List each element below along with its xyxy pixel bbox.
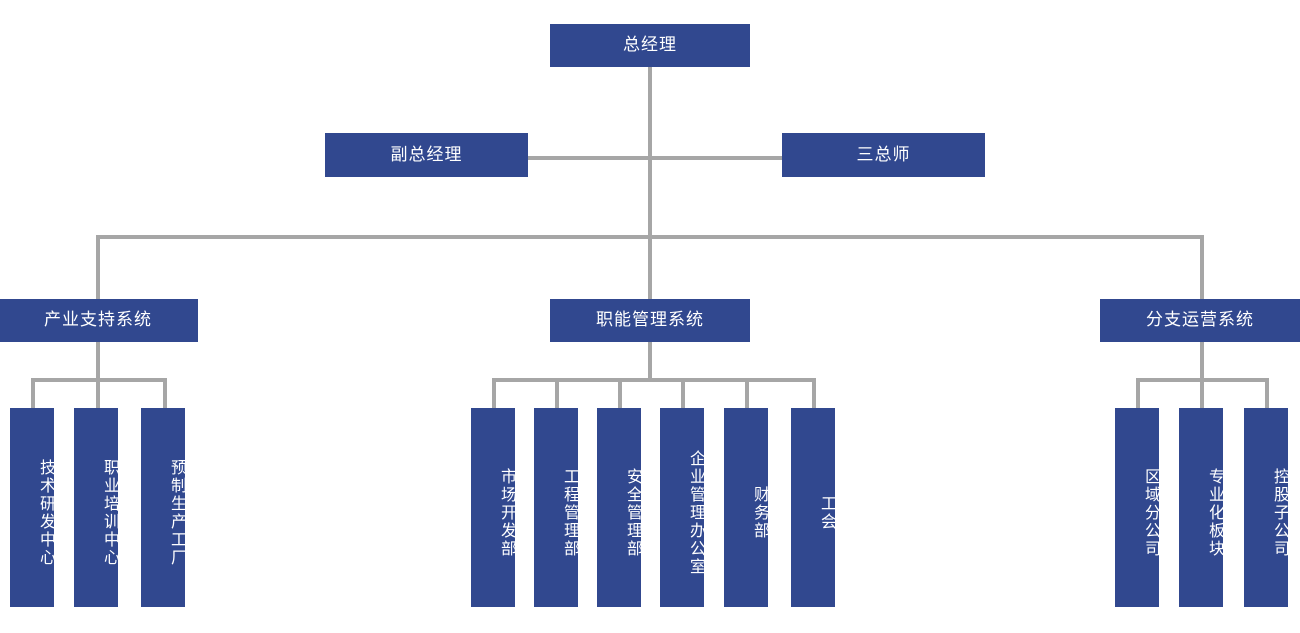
connector-drop-branch-system	[1200, 235, 1204, 299]
connector-function-stem	[648, 342, 652, 380]
connector-support-drop-2	[96, 378, 100, 410]
node-label: 企业管理办公室	[687, 449, 706, 576]
connector-function-drop-5	[745, 378, 749, 410]
connector-function-drop-2	[555, 378, 559, 410]
node-unit-regional-branch-company[interactable]: 区域分公司	[1115, 408, 1161, 607]
node-system-function-management[interactable]: 职能管理系统	[550, 299, 750, 342]
connector-support-stem	[96, 342, 100, 380]
node-unit-enterprise-management-office[interactable]: 企业管理办公室	[660, 408, 706, 607]
connector-trunk-to-systems	[648, 158, 652, 237]
node-unit-vocational-training-center[interactable]: 职业培训中心	[74, 408, 120, 607]
connector-function-drop-3	[618, 378, 622, 410]
node-label: 控股子公司	[1271, 467, 1290, 558]
node-system-branch-operation[interactable]: 分支运营系统	[1100, 299, 1300, 342]
connector-drop-support-system	[96, 235, 100, 299]
connector-branch-drop-3	[1265, 378, 1269, 410]
node-system-industry-support[interactable]: 产业支持系统	[0, 299, 198, 342]
node-unit-specialized-sector[interactable]: 专业化板块	[1179, 408, 1225, 607]
node-label: 技术研发中心	[37, 458, 56, 567]
connector-function-drop-1	[492, 378, 496, 410]
node-label: 预制生产工厂	[168, 458, 187, 567]
node-deputy-general-manager[interactable]: 副总经理	[325, 133, 528, 177]
connector-branch-stem	[1200, 342, 1204, 380]
node-label: 市场开发部	[498, 467, 517, 558]
node-general-manager[interactable]: 总经理	[550, 24, 750, 67]
node-label: 安全管理部	[624, 467, 643, 558]
node-label: 财务部	[751, 485, 770, 540]
node-unit-engineering-management-dept[interactable]: 工程管理部	[534, 408, 580, 607]
node-unit-holding-subsidiary[interactable]: 控股子公司	[1244, 408, 1290, 607]
connector-function-distributor	[492, 378, 816, 382]
node-three-chief-engineers[interactable]: 三总师	[782, 133, 985, 177]
connector-support-drop-1	[31, 378, 35, 410]
node-unit-safety-management-dept[interactable]: 安全管理部	[597, 408, 643, 607]
node-unit-finance-dept[interactable]: 财务部	[724, 408, 770, 607]
node-label: 职业培训中心	[101, 458, 120, 567]
connector-function-drop-4	[681, 378, 685, 410]
node-label: 工程管理部	[561, 467, 580, 558]
node-label: 区域分公司	[1142, 467, 1161, 558]
connector-drop-function-system	[648, 235, 652, 299]
connector-support-drop-3	[163, 378, 167, 410]
connector-row2-horizontal	[527, 156, 783, 160]
node-unit-market-development-dept[interactable]: 市场开发部	[471, 408, 517, 607]
connector-function-drop-6	[812, 378, 816, 410]
node-label: 工会	[818, 494, 837, 531]
connector-branch-drop-1	[1136, 378, 1140, 410]
node-unit-labor-union[interactable]: 工会	[791, 408, 837, 607]
connector-branch-drop-2	[1200, 378, 1204, 410]
node-unit-tech-rnd-center[interactable]: 技术研发中心	[10, 408, 56, 607]
connector-root-trunk	[648, 66, 652, 158]
node-unit-prefab-production-factory[interactable]: 预制生产工厂	[141, 408, 187, 607]
node-label: 专业化板块	[1206, 467, 1225, 558]
